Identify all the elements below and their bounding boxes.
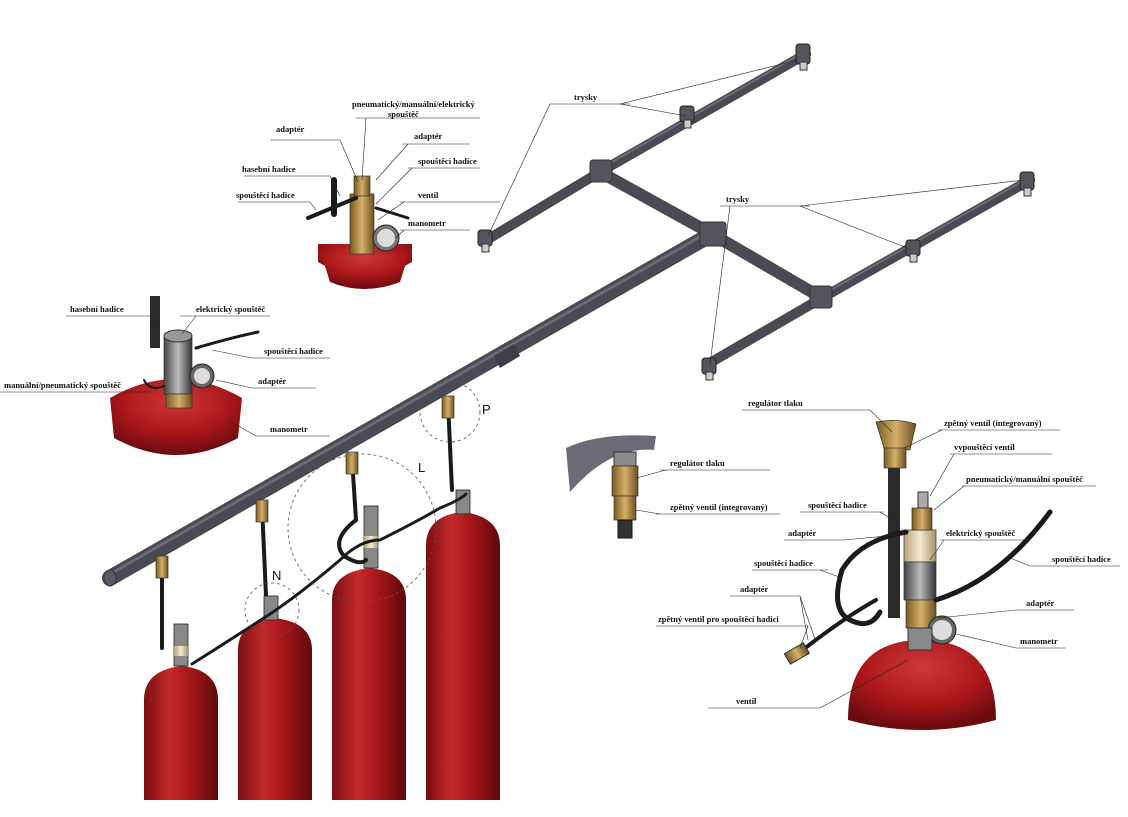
label-right-check-valve: zpětný ventil (integrovaný) xyxy=(944,418,1042,428)
label-valve: ventil xyxy=(418,190,439,200)
label-right-electric-trigger: elektrický spouštěč xyxy=(946,528,1015,538)
label-trigger-hose-left: spouštěcí hadice xyxy=(236,190,295,200)
label-extinguishing-hose: hasební hadice xyxy=(242,164,296,174)
label-right-pneumatic-trigger: pneumatický/manuální spouštěč xyxy=(966,474,1083,484)
cylinder-bank xyxy=(144,395,500,800)
cylinder xyxy=(238,618,312,800)
circle-label-n: N xyxy=(272,568,281,583)
detail-circle-l xyxy=(287,453,437,603)
label-right-trigger-hose-top: spouštěcí hadice xyxy=(808,500,867,510)
label-right-adapter-top: adaptér xyxy=(788,528,817,538)
label-right-trigger-hose-left: spouštěcí hadice xyxy=(754,558,813,568)
top-valve-detail xyxy=(306,175,412,289)
label-left-gauge: manometr xyxy=(270,424,308,434)
left-valve-detail xyxy=(110,296,260,455)
right-valve-detail xyxy=(783,420,1053,730)
label-gauge: manometr xyxy=(408,218,446,228)
label-trigger-hose-right: spouštěcí hadice xyxy=(418,156,477,166)
cylinder xyxy=(426,512,500,800)
labels: pneumatický/manuální/elektrický spouštěč… xyxy=(4,92,1111,706)
label-mid-pressure-regulator: regulátor tlaku xyxy=(670,458,725,468)
detail-circle-n xyxy=(244,582,300,638)
label-left-adapter: adaptér xyxy=(258,376,287,386)
label-right-adapter-right: adaptér xyxy=(1026,598,1055,608)
middle-regulator-detail xyxy=(566,435,656,539)
cylinder xyxy=(332,568,406,800)
nozzle xyxy=(701,357,717,381)
label-mid-check-valve: zpětný ventil (integrovaný) xyxy=(670,502,768,512)
detail-circles: P L N xyxy=(244,381,491,638)
circle-label-p: P xyxy=(482,402,491,417)
label-left-trigger-hose: spouštěcí hadice xyxy=(264,346,323,356)
label-right-relief-valve: vypouštěcí ventil xyxy=(954,442,1015,452)
nozzles xyxy=(477,43,1035,381)
leader-lines xyxy=(0,59,1120,709)
label-trigger-top: pneumatický/manuální/elektrický xyxy=(352,99,476,109)
label-right-gauge: manometr xyxy=(1020,636,1058,646)
nozzle xyxy=(1019,171,1035,197)
label-nozzles-right: trysky xyxy=(726,194,750,204)
nozzle xyxy=(477,229,493,253)
nozzle xyxy=(795,43,811,71)
label-left-electric-trigger: elektrický spouštěč xyxy=(196,304,265,314)
label-right-pressure-regulator: regulátor tlaku xyxy=(748,398,803,408)
label-nozzles-top: trysky xyxy=(574,92,598,102)
circle-label-l: L xyxy=(418,460,425,475)
label-adapter-left: adaptér xyxy=(276,124,305,134)
detail-circle-p xyxy=(419,381,481,443)
label-right-adapter-left: adaptér xyxy=(740,584,769,594)
label-right-check-valve-hose: zpětný ventil pro spouštěcí hadici xyxy=(658,614,779,624)
nozzle xyxy=(679,105,695,129)
label-trigger-bottom: spouštěč xyxy=(388,109,419,119)
label-right-valve: ventil xyxy=(736,696,757,706)
label-adapter-right: adaptér xyxy=(414,131,443,141)
label-left-manual-trigger: manuální/pneumatický spouštěč xyxy=(4,380,121,390)
nozzle xyxy=(905,239,921,263)
pipe-network xyxy=(102,49,1035,587)
label-left-extinguishing-hose: hasební hadice xyxy=(70,304,124,314)
label-right-trigger-hose-right: spouštěcí hadice xyxy=(1052,554,1111,564)
cylinder xyxy=(144,666,218,800)
